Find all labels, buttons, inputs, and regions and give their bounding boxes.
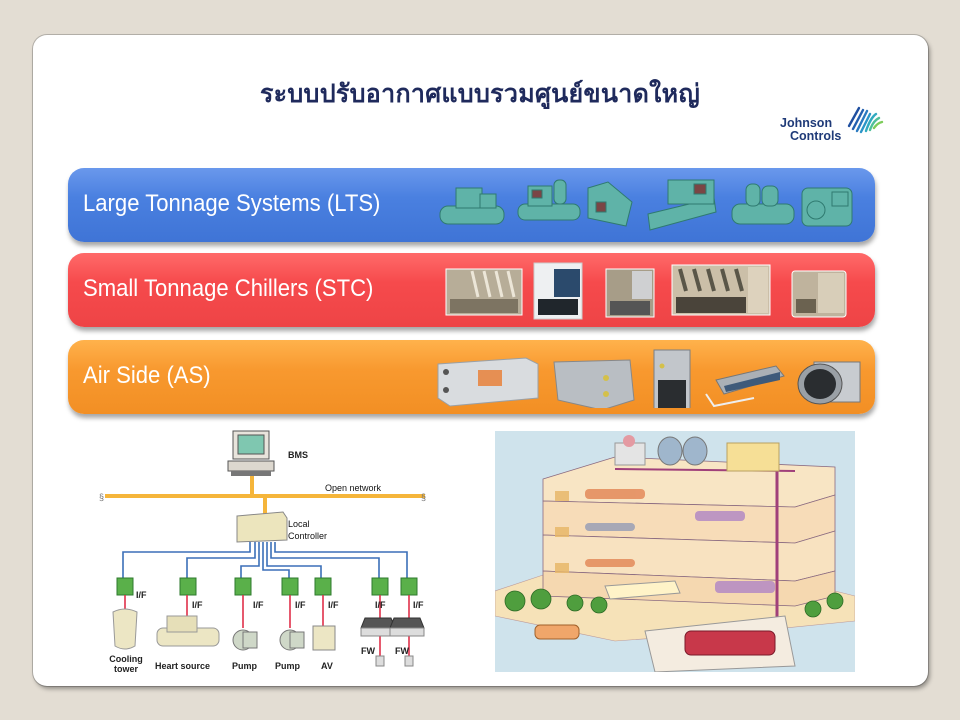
vav-box-image <box>797 361 861 405</box>
bms-label: BMS <box>288 450 308 460</box>
local-controller-icon <box>236 511 288 543</box>
johnson-controls-logo: Johnson Controls <box>776 104 886 146</box>
band-air-side: Air Side (AS) <box>68 340 875 414</box>
fan-coil-icon <box>360 617 396 667</box>
svg-text:§: § <box>99 492 104 502</box>
band-small-tonnage-chillers: Small Tonnage Chillers (STC) <box>68 253 875 327</box>
band-large-tonnage-systems: Large Tonnage Systems (LTS) <box>68 168 875 242</box>
band-label: Large Tonnage Systems (LTS) <box>83 190 381 217</box>
logo-text-line2: Controls <box>790 129 842 143</box>
open-network-label: Open network <box>325 483 382 493</box>
interface-label: I/F <box>253 600 264 610</box>
interface-label: I/F <box>375 600 386 610</box>
screw-chiller-image <box>587 181 633 227</box>
av-unit-icon <box>312 625 336 651</box>
device-label-av: AV <box>321 661 333 671</box>
slide-title: ระบบปรับอากาศแบบรวมศูนย์ขนาดใหญ่ <box>259 79 701 108</box>
air-cooled-chiller-2-image <box>533 262 583 320</box>
bms-network-diagram: § § BMS Open network Local <box>95 428 440 678</box>
logo-text-line1: Johnson <box>780 116 833 130</box>
absorption-chiller-image <box>801 187 853 227</box>
packaged-ahu-image <box>553 359 635 408</box>
heat-source-icon <box>156 615 220 647</box>
as-product-images <box>437 349 861 408</box>
air-handling-unit-image <box>437 357 539 407</box>
building-cutaway-illustration <box>495 431 855 672</box>
diagram-wiring: § § <box>99 430 426 667</box>
device-label-line2: tower <box>113 664 138 674</box>
device-label-fw: FW <box>395 646 409 656</box>
air-cooled-chiller-5-image <box>791 270 847 318</box>
band-label: Air Side (AS) <box>83 362 211 389</box>
air-cooled-chiller-1-image <box>445 268 523 316</box>
interface-label: I/F <box>295 600 306 610</box>
device-label-line1: Cooling <box>109 654 143 664</box>
air-cooled-chiller-3-image <box>605 268 655 318</box>
interface-label: I/F <box>328 600 339 610</box>
local-controller-label-line1: Local <box>288 519 310 529</box>
computer-icon <box>227 430 275 476</box>
device-label-heat-source: Heart source <box>155 661 211 671</box>
stc-product-images <box>445 262 847 320</box>
device-label-pump: Pump <box>232 661 258 671</box>
device-label-pump: Pump <box>275 661 301 671</box>
pump-icon <box>279 629 305 651</box>
logo-swirl-icon <box>847 106 884 134</box>
air-cooled-chiller-4-image <box>671 264 771 316</box>
ducted-fan-coil-image <box>705 365 785 408</box>
interface-label: I/F <box>136 590 147 600</box>
interface-label: I/F <box>413 600 424 610</box>
interface-modules <box>116 577 418 656</box>
centrifugal-chiller-1-image <box>439 187 505 225</box>
band-label: Small Tonnage Chillers (STC) <box>83 275 374 302</box>
lts-product-images <box>439 179 853 231</box>
interface-label: I/F <box>192 600 203 610</box>
centrifugal-chiller-4-image <box>731 183 795 225</box>
svg-text:§: § <box>421 492 426 502</box>
local-controller-label-line2: Controller <box>288 531 328 541</box>
device-label-fw: FW <box>361 646 375 656</box>
vertical-fan-coil-image <box>653 349 691 408</box>
centrifugal-chiller-2-image <box>517 179 581 221</box>
fan-coil-icon <box>389 617 425 667</box>
centrifugal-chiller-3-image <box>647 179 717 231</box>
pump-icon <box>232 629 258 651</box>
cooling-tower-icon <box>112 608 138 650</box>
